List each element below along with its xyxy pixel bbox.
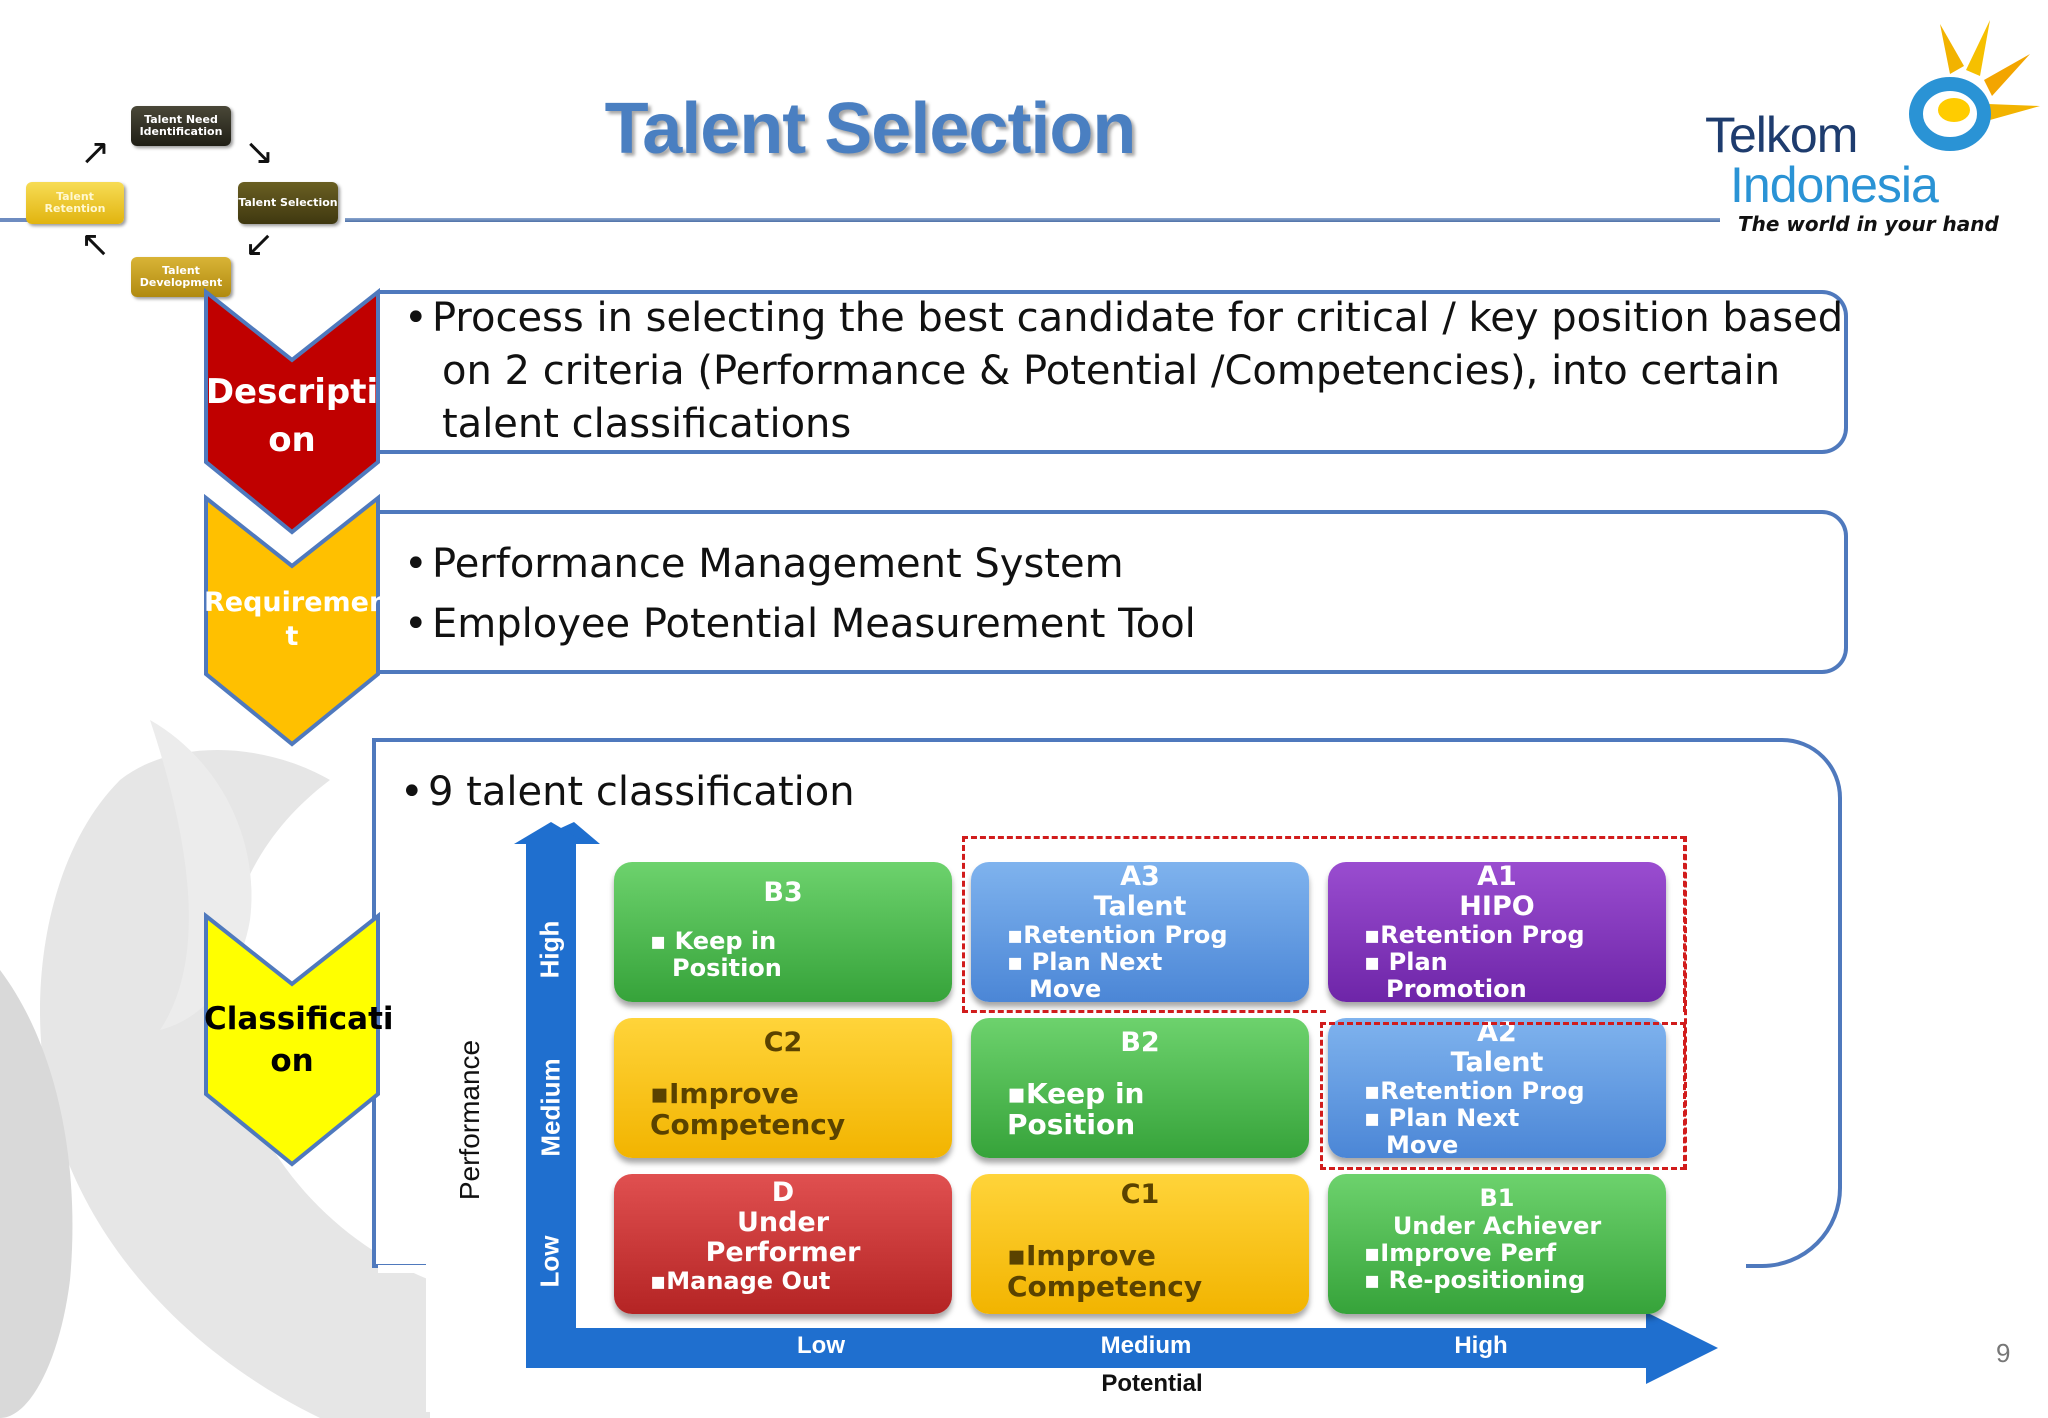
highlight-top-region — [962, 836, 1686, 1012]
cell-b1: B1 Under Achiever ▪Improve Perf ▪ Re-pos… — [1328, 1174, 1666, 1314]
box-gap — [378, 1265, 428, 1273]
cycle-talent-retention: Talent Retention — [26, 182, 124, 224]
classification-bullet: •9 talent classification — [400, 769, 855, 815]
highlight-top-left-bottom — [962, 1009, 1326, 1013]
y-tick-medium: Medium — [535, 1058, 566, 1157]
y-axis-title: Performance — [454, 1039, 485, 1201]
matrix-axes — [514, 822, 1718, 1384]
classification-label: Classificati on — [204, 998, 394, 1082]
description-line1: •Process in selecting the best candidate… — [404, 295, 1844, 341]
cycle-talent-development: Talent Development — [131, 257, 231, 297]
requirement-chevron — [204, 494, 380, 747]
header-rule-left — [0, 218, 30, 222]
requirement-bullet-1: •Performance Management System — [404, 541, 1124, 587]
requirement-label-line2: t — [285, 621, 299, 652]
requirement-label: Requiremen t — [204, 586, 389, 654]
cycle-arrow-down-right-icon: ↘ — [244, 132, 275, 173]
logo-tagline: The world in your hand — [1738, 212, 1999, 236]
cycle-talent-selection: Talent Selection — [238, 182, 338, 224]
cell-b3: B3 ▪ Keep in Position — [614, 862, 952, 1002]
highlight-a2-region — [1320, 1022, 1686, 1170]
description-line2: on 2 criteria (Performance & Potential /… — [442, 348, 1781, 394]
cycle-arrow-up-left-icon: ↖ — [80, 224, 111, 265]
header-rule — [345, 218, 1720, 222]
x-tick-high: High — [1454, 1332, 1508, 1359]
cell-a1: A1 HIPO ▪Retention Prog ▪ Plan Promotion — [1328, 862, 1666, 1003]
logo-text-indonesia: Indonesia — [1730, 157, 1939, 213]
x-tick-low: Low — [797, 1332, 845, 1359]
requirement-label-line1: Requiremen — [204, 587, 389, 618]
cell-b2: B2 ▪Keep in Position — [971, 1018, 1309, 1158]
x-axis-title: Potential — [1101, 1370, 1203, 1397]
page-number: 9 — [1996, 1338, 2011, 1368]
description-label-line2: on — [268, 420, 316, 460]
cell-c2: C2 ▪Improve Competency — [614, 1018, 952, 1158]
cell-a3: A3 Talent ▪Retention Prog ▪ Plan Next Mo… — [971, 862, 1309, 1003]
cell-c1: C1 ▪Improve Competency — [971, 1174, 1309, 1314]
x-tick-medium: Medium — [1100, 1332, 1192, 1359]
requirement-bullets: •Performance Management System •Employee… — [404, 534, 1196, 654]
cell-d: D Under Performer ▪Manage Out — [614, 1174, 952, 1314]
page-title: Talent Selection — [604, 89, 1137, 169]
cycle-arrow-down-left-icon: ↙ — [244, 224, 275, 265]
requirement-box — [378, 510, 1848, 674]
classification-label-line2: on — [270, 1043, 314, 1079]
cycle-arrow-up-right-icon: ↗ — [80, 132, 111, 173]
description-line3: talent classifications — [442, 401, 852, 447]
description-label: Descripti on — [204, 368, 380, 464]
classification-chevron — [204, 912, 380, 1167]
classification-label-line1: Classificati — [204, 1001, 394, 1037]
requirement-bullet-2: •Employee Potential Measurement Tool — [404, 601, 1196, 647]
description-label-line1: Descripti — [205, 372, 379, 412]
sun-logo-icon — [1909, 20, 2040, 151]
description-chevron — [204, 288, 380, 535]
y-tick-high: High — [534, 920, 565, 979]
highlight-right-edge — [1683, 836, 1687, 1170]
description-box — [378, 290, 1848, 454]
cell-a2: A2 Talent ▪Retention Prog ▪ Plan Next Mo… — [1328, 1018, 1666, 1159]
talent-matrix: High Medium Low Low Medium High Potentia… — [426, 822, 1746, 1412]
cycle-talent-need-identification: Talent Need Identification — [131, 106, 231, 146]
y-tick-low: Low — [534, 1235, 565, 1288]
logo-text-telkom: Telkom — [1705, 107, 1858, 163]
description-bullet: •Process in selecting the best candidate… — [404, 292, 1843, 451]
